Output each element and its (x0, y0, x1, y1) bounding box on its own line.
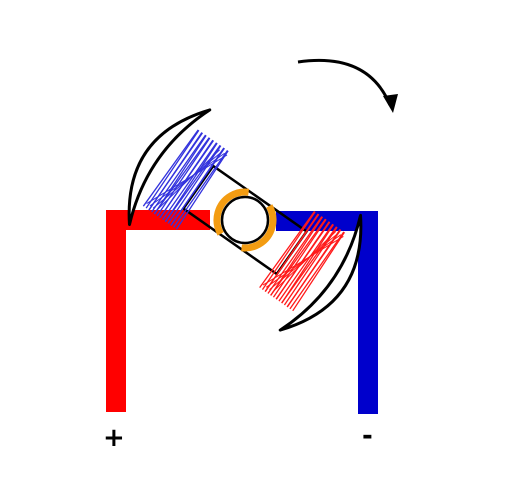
coil-winding (286, 229, 342, 308)
coil-winding (167, 145, 222, 224)
north-pole-shoe (127, 108, 212, 227)
rotor-assembly (127, 108, 363, 332)
positive-terminal-label: + (103, 423, 125, 453)
coil-winding (175, 150, 229, 230)
negative-terminal-label: - (362, 421, 373, 451)
coil-winding (156, 149, 221, 211)
red-coil (259, 210, 345, 312)
commutator (213, 188, 277, 252)
coil-winding (272, 230, 337, 293)
coil-winding (267, 216, 323, 294)
coil-winding (289, 231, 345, 310)
blue-coil (142, 129, 229, 230)
coil-winding (142, 129, 199, 207)
coil-winding (170, 147, 226, 226)
positive-wire (106, 210, 210, 412)
coil-winding (292, 231, 345, 312)
coil-winding (151, 134, 207, 213)
south-pole-shoe (278, 213, 363, 332)
coil-winding (272, 219, 327, 298)
coil-winding (162, 142, 218, 221)
coil-winding (278, 223, 334, 302)
coil-winding (153, 137, 210, 215)
coil-winding (145, 129, 200, 209)
coil-winding (283, 226, 338, 306)
coil-winding (270, 218, 327, 296)
coil-winding (173, 150, 229, 228)
coil-winding (261, 211, 316, 290)
negative-wire (276, 211, 378, 414)
coil-winding (259, 210, 316, 289)
coil-winding (156, 137, 211, 217)
rotation-arrow-icon (297, 58, 398, 113)
